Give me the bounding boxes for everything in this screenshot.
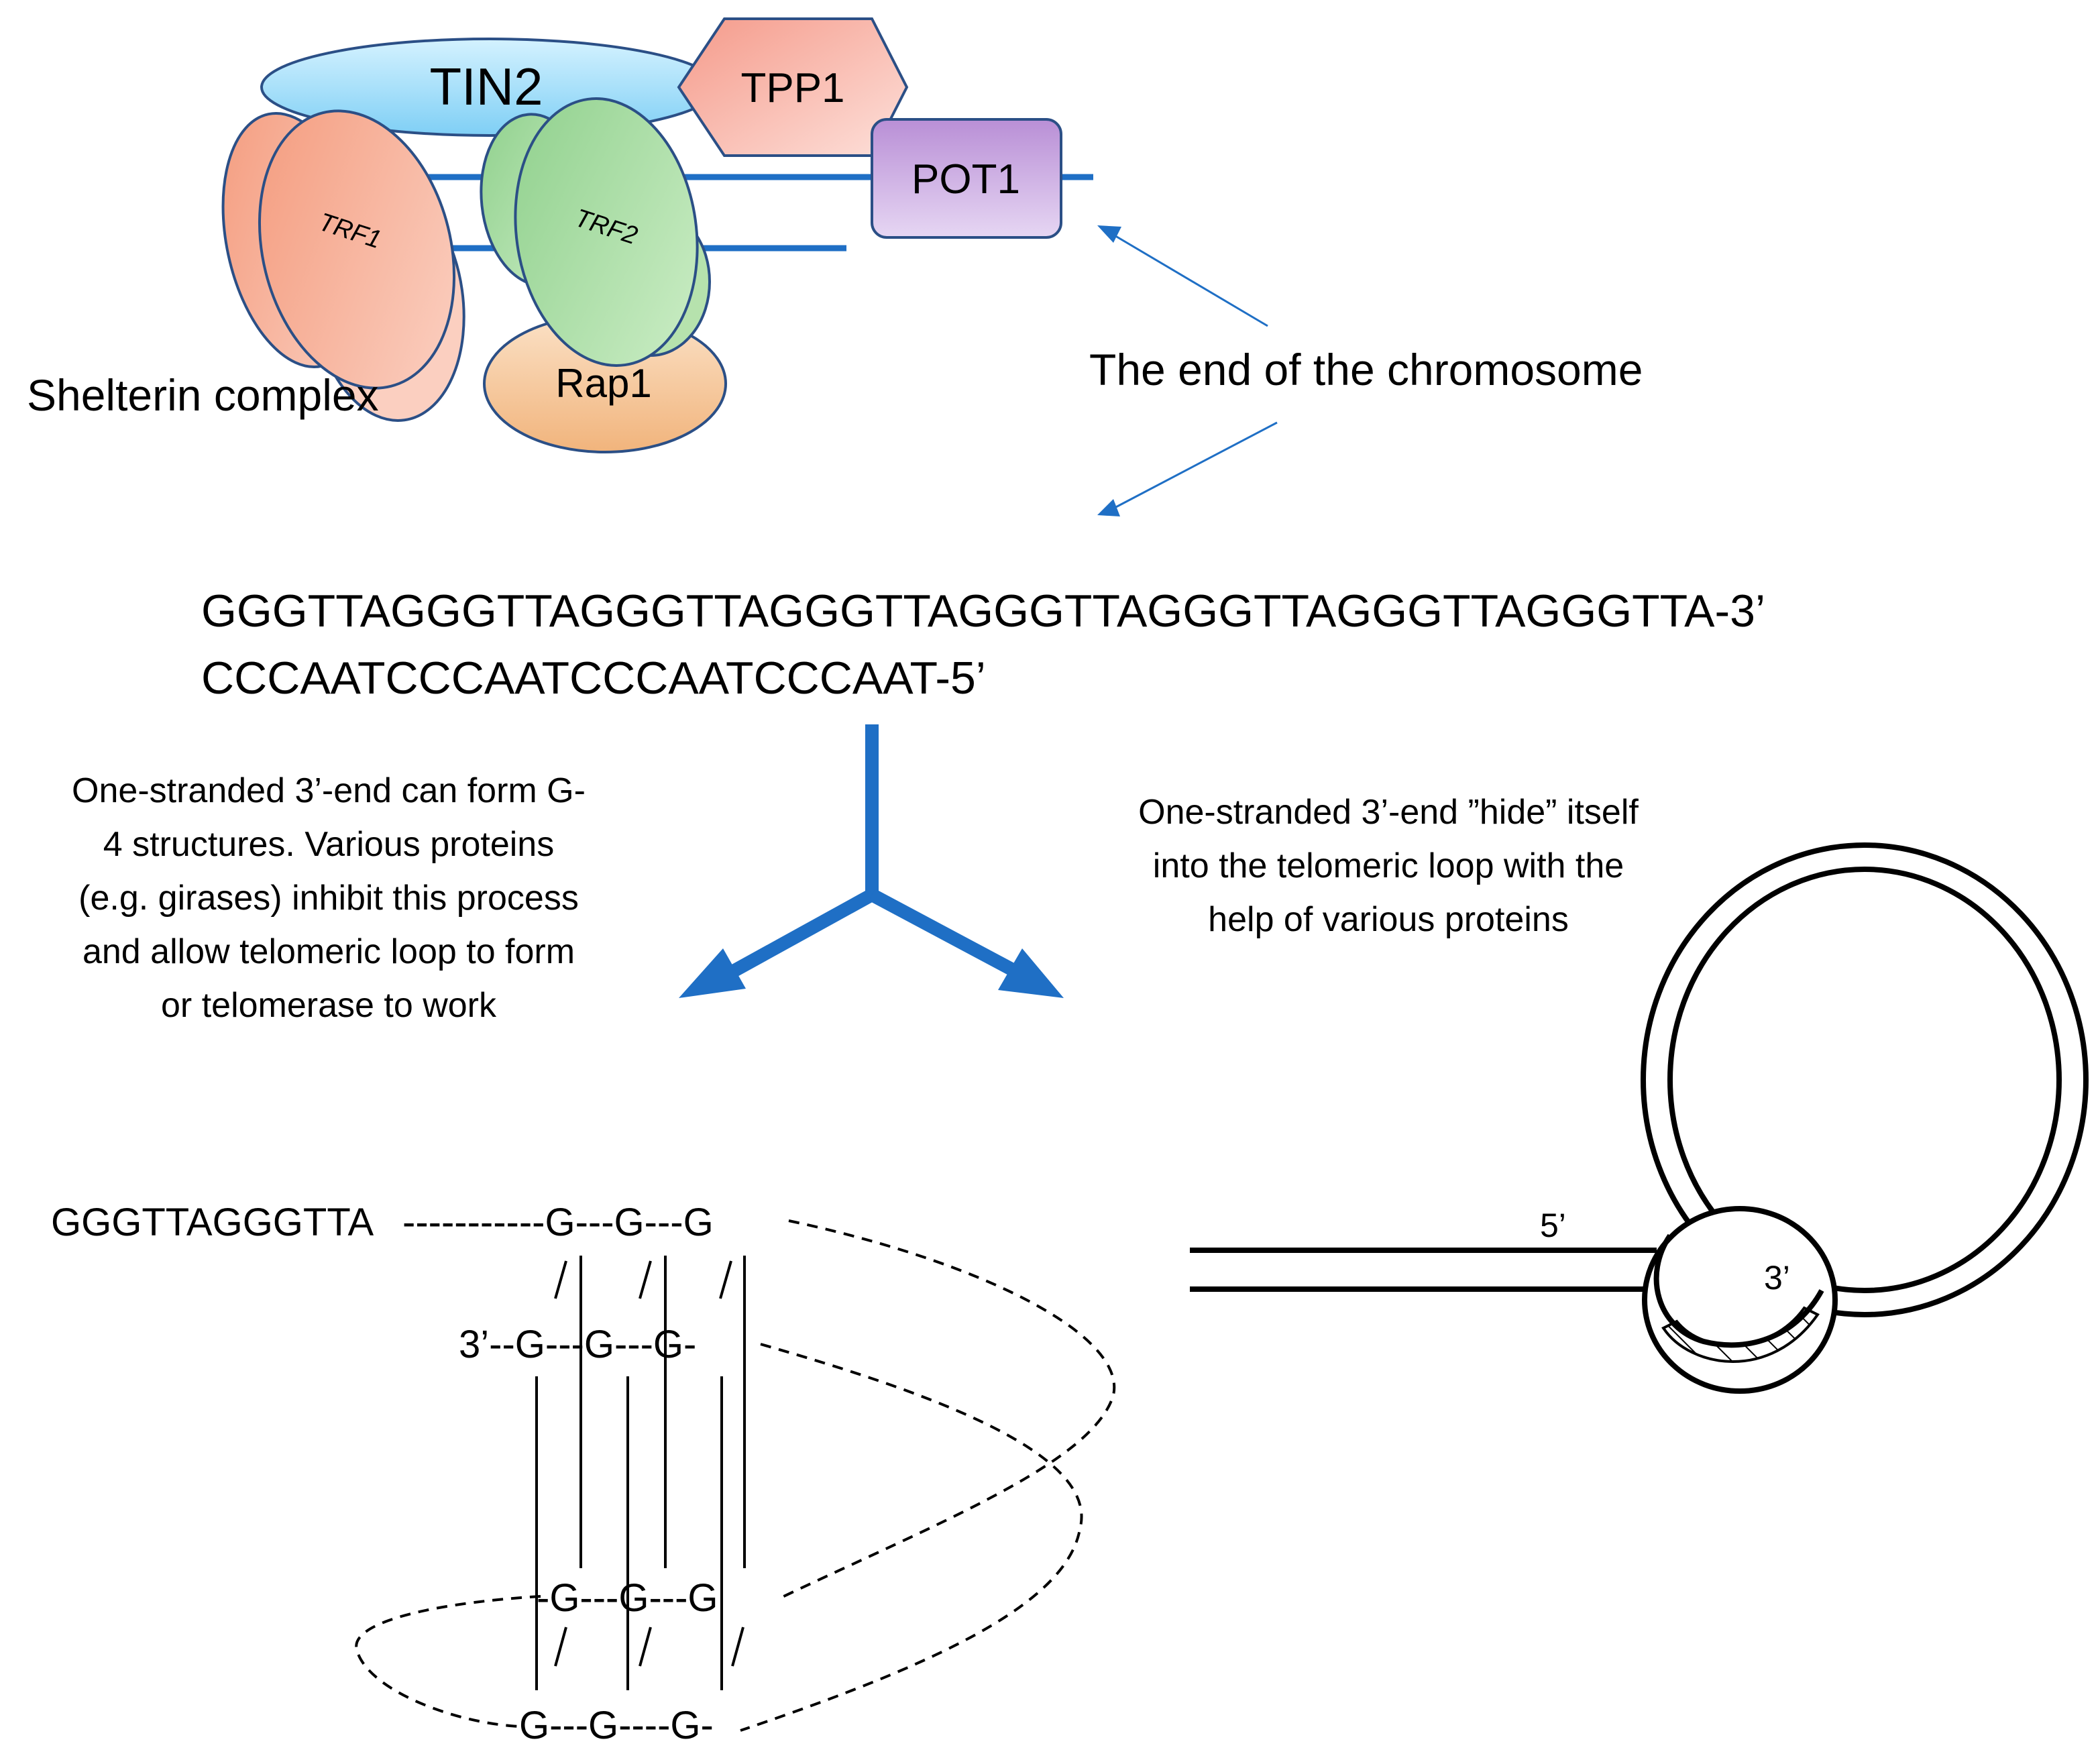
arrowhead-left (679, 948, 746, 998)
t-loop-outer-ring (1641, 842, 2089, 1317)
trf2-protein: TRF2 (480, 97, 711, 367)
tin2-label: TIN2 (429, 57, 543, 116)
g4-row-2: 3’--G---G---G- (459, 1323, 696, 1366)
left-caption-line-5: or telomerase to work (161, 986, 497, 1025)
callout-arrow-down (1113, 421, 1278, 510)
telomere-sequence: GGGTTAGGGTTAGGGTTAGGGTTAGGGTTAGGGTTAGGGT… (201, 586, 1765, 704)
t-loop-3prime-label: 3’ (1764, 1259, 1790, 1297)
left-caption-line-2: 4 structures. Various proteins (103, 825, 554, 864)
g-quadruplex: GGGTTAGGGTTA -----------G---G---G 3’--G-… (51, 1201, 1116, 1747)
right-caption-line-3: help of various proteins (1208, 900, 1569, 939)
g4-row-1: -----------G---G---G (402, 1201, 714, 1244)
left-caption-line-3: (e.g. girases) inhibit this process (78, 879, 579, 918)
callout-arrowhead-up (1097, 225, 1121, 243)
shelterin-title: Shelterin complex (27, 370, 379, 420)
chromosome-end-label: The end of the chromosome (1089, 345, 1643, 394)
shelterin-complex: TIN2 TPP1 POT1 TRF1 Rap1 TR (27, 17, 1093, 453)
tpp1-label: TPP1 (740, 65, 844, 111)
t-loop-inner-ring (1667, 867, 2062, 1293)
g4-stack-lines (535, 1256, 746, 1690)
pot1-label: POT1 (911, 156, 1020, 203)
chromosome-end-callout: The end of the chromosome (1089, 225, 1643, 516)
g4-leader-sequence: GGGTTAGGGTTA (51, 1201, 374, 1244)
trf1-protein: TRF1 (221, 109, 465, 422)
right-caption: One-stranded 3’-end ”hide” itself into t… (1138, 793, 1639, 939)
rap1-label: Rap1 (555, 361, 651, 406)
invading-strand (1653, 1233, 1824, 1348)
branch-arrow (679, 724, 1064, 998)
right-caption-line-1: One-stranded 3’-end ”hide” itself (1138, 793, 1639, 832)
g4-row-4: G---G----G- (519, 1704, 714, 1747)
pot1-protein: POT1 (871, 118, 1062, 239)
right-caption-line-2: into the telomeric loop with the (1153, 846, 1624, 885)
g4-dashed-loops (355, 1219, 1116, 1732)
arrowhead-right (998, 948, 1064, 998)
g4-slash-connectors (554, 1260, 744, 1667)
t-loop: 5’ 3’ (1190, 842, 2089, 1394)
t-loop-5prime-label: 5’ (1540, 1207, 1566, 1244)
left-caption-line-4: and allow telomeric loop to form (82, 932, 575, 971)
left-caption-line-1: One-stranded 3’-end can form G- (72, 771, 586, 810)
callout-arrowhead-down (1097, 499, 1120, 516)
callout-arrow-up (1113, 233, 1268, 327)
d-loop-bubble (1642, 1206, 1838, 1394)
left-caption: One-stranded 3’-end can form G- 4 struct… (72, 771, 586, 1025)
bottom-strand-sequence: CCCAATCCCAATCCCAATCCCAAT-5’ (201, 653, 986, 704)
top-strand-sequence: GGGTTAGGGTTAGGGTTAGGGTTAGGGTTAGGGTTAGGGT… (201, 586, 1765, 637)
